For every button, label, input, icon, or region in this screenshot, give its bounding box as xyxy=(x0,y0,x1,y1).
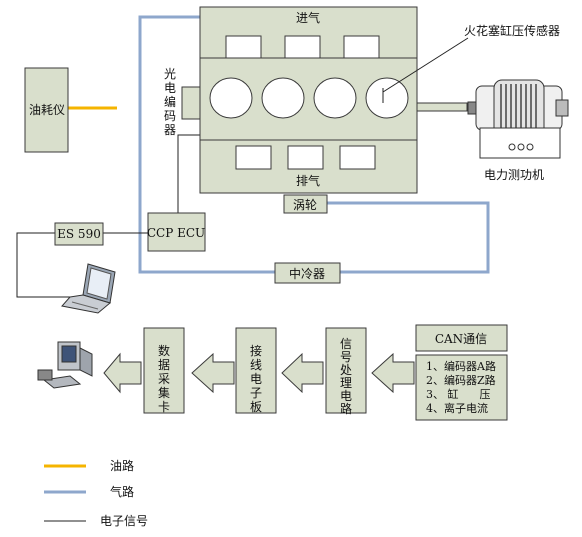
signal-lines xyxy=(16,134,200,298)
svg-text:卡: 卡 xyxy=(158,400,170,414)
dyno-label: 电力测功机 xyxy=(484,168,544,182)
exhaust-port-1 xyxy=(235,145,272,170)
intercooler-box xyxy=(274,262,341,284)
computer-icon xyxy=(37,341,93,389)
sensor-label: 火花塞缸压传感器 xyxy=(464,23,560,38)
es590-label: ES 590 xyxy=(57,227,101,241)
encoder-ecu-line xyxy=(177,134,200,213)
svg-text:数: 数 xyxy=(158,343,170,358)
encoder-box xyxy=(181,86,201,120)
intake-port-1 xyxy=(225,35,262,60)
fuel-meter-label: 油耗仪 xyxy=(29,103,65,117)
dyno-coupling xyxy=(467,101,477,115)
svg-text:路: 路 xyxy=(340,401,352,416)
arrow-to-computer xyxy=(103,352,142,394)
signal-processing-box xyxy=(325,327,367,414)
cylinder-4 xyxy=(365,77,409,119)
arrow-to-processing xyxy=(371,352,415,394)
svg-text:集: 集 xyxy=(158,385,170,400)
encoder-label: 光 电 编 码 器 xyxy=(164,67,176,137)
svg-text:2、编码器Z路: 2、编码器Z路 xyxy=(426,373,496,387)
arrow-to-board xyxy=(281,352,324,394)
intake-port-3 xyxy=(343,35,380,60)
svg-text:处: 处 xyxy=(340,363,352,377)
intake-port-2 xyxy=(284,35,321,60)
ccp-ecu-label: CCP ECU xyxy=(147,226,205,240)
legend: 油路 气路 电子信号 xyxy=(44,458,148,528)
cylinder-2 xyxy=(261,77,305,119)
svg-text:电: 电 xyxy=(164,81,176,95)
svg-text:电: 电 xyxy=(250,372,262,386)
svg-text:码: 码 xyxy=(164,109,176,123)
dyno-base xyxy=(479,127,561,159)
laptop-icon xyxy=(61,263,116,314)
fuel-meter-box xyxy=(24,67,69,153)
svg-text:器: 器 xyxy=(164,123,176,137)
dyno-ribs xyxy=(500,84,537,132)
svg-text:光: 光 xyxy=(164,67,176,81)
svg-text:电: 电 xyxy=(340,389,352,403)
pipeline: 数 据 采 集 卡 接 线 电 子 板 信 号 处 理 电 路 CAN通信 1、… xyxy=(37,324,508,421)
turbo-box xyxy=(283,194,328,214)
wiring-board-box xyxy=(235,327,277,414)
es590-laptop-line xyxy=(16,232,70,298)
air-lines xyxy=(138,15,490,274)
sensor-leader-line xyxy=(382,37,469,93)
intercooler-label: 中冷器 xyxy=(289,266,325,281)
es590-box xyxy=(54,222,104,246)
dyno-end xyxy=(555,99,569,117)
turbo-label: 涡轮 xyxy=(293,198,317,212)
svg-text:信: 信 xyxy=(340,337,352,351)
exhaust-port-2 xyxy=(287,145,324,170)
legend-signal-label: 电子信号 xyxy=(100,514,148,528)
intake-label: 进气 xyxy=(296,10,320,25)
cylinder-1 xyxy=(209,77,253,119)
engine-block: 进气 火花塞缸压传感器 排气 光 电 编 码 器 xyxy=(164,6,560,194)
exhaust-port-3 xyxy=(339,145,376,170)
svg-text:据: 据 xyxy=(158,358,170,372)
svg-text:编: 编 xyxy=(164,94,176,109)
svg-text:理: 理 xyxy=(340,376,352,390)
svg-text:采: 采 xyxy=(158,372,170,386)
svg-text:3、 缸 压: 3、 缸 压 xyxy=(426,387,490,401)
svg-text:板: 板 xyxy=(250,400,262,414)
svg-text:接: 接 xyxy=(250,343,262,358)
arrow-to-card xyxy=(191,352,235,394)
air-turbo-line xyxy=(327,201,490,274)
ccp-ecu-box xyxy=(147,212,206,252)
air-intake-line xyxy=(138,15,275,274)
can-title-box xyxy=(415,324,508,352)
svg-text:子: 子 xyxy=(250,386,262,400)
legend-oil-label: 油路 xyxy=(110,458,134,473)
drive-shaft xyxy=(416,102,468,112)
daq-card-box xyxy=(143,327,185,414)
exhaust-label: 排气 xyxy=(296,173,320,188)
legend-air-label: 气路 xyxy=(110,484,134,499)
svg-text:号: 号 xyxy=(340,350,352,364)
can-title: CAN通信 xyxy=(435,332,487,346)
cylinder-3 xyxy=(313,77,357,119)
svg-text:4、离子电流: 4、离子电流 xyxy=(426,401,488,415)
svg-text:线: 线 xyxy=(250,358,262,372)
can-items-box xyxy=(415,354,508,421)
dynamometer: 电力测功机 xyxy=(467,79,569,182)
svg-text:1、编码器A路: 1、编码器A路 xyxy=(426,359,496,373)
